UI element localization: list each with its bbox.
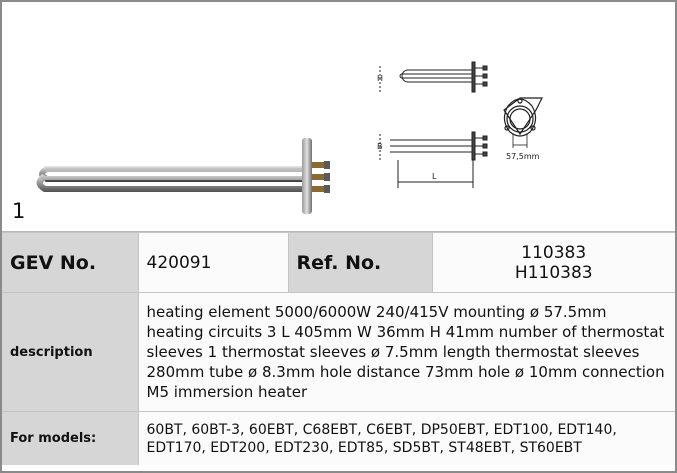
- dim-l-label: L: [432, 172, 437, 181]
- description-row: description heating element 5000/6000W 2…: [2, 292, 675, 412]
- gev-row: GEV No. 420091 Ref. No. 110383 H110383: [2, 232, 675, 293]
- ref-label: Ref. No.: [287, 232, 432, 293]
- models-text: 60BT, 60BT-3, 60EBT, C68EBT, C6EBT, DP50…: [137, 411, 675, 465]
- spec-table: GEV No. 420091 Ref. No. 110383 H110383 d…: [2, 232, 675, 465]
- heating-element-photo: [36, 138, 330, 214]
- product-image-panel: H B L: [2, 2, 675, 232]
- ref-value-1: 110383: [521, 242, 587, 263]
- dim-flange-label: 57,5mm: [506, 152, 540, 161]
- description-text: heating element 5000/6000W 240/415V moun…: [137, 292, 675, 412]
- ref-values: 110383 H110383: [431, 232, 675, 293]
- ref-value-2: H110383: [514, 262, 593, 283]
- gev-value: 420091: [137, 232, 288, 293]
- dim-h-label: H: [377, 74, 383, 83]
- description-label: description: [2, 292, 138, 412]
- gev-label: GEV No.: [2, 232, 138, 293]
- dim-b-label: B: [377, 142, 383, 151]
- technical-drawing: H B L: [377, 61, 543, 188]
- models-row: For models: 60BT, 60BT-3, 60EBT, C68EBT,…: [2, 411, 675, 465]
- image-index-label: 1: [12, 199, 26, 223]
- models-label: For models:: [2, 411, 138, 465]
